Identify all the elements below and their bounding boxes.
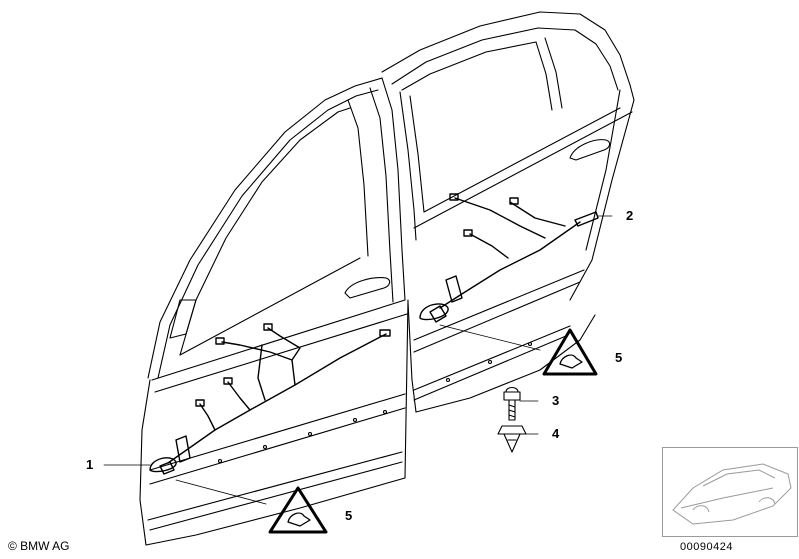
warning-triangle-icon-rear <box>542 328 598 376</box>
callout-screw: 3 <box>552 393 560 408</box>
front-door-outline <box>139 77 409 546</box>
clip-nut-icon <box>497 425 527 453</box>
callout-rear-harness: 2 <box>626 208 634 223</box>
callout-clip-nut: 4 <box>552 426 560 441</box>
callout-front-harness: 1 <box>86 457 94 472</box>
rear-door-outline <box>381 11 635 413</box>
warning-triangle-icon-front <box>268 486 328 534</box>
rear-wiring-harness <box>419 193 599 323</box>
callout-warning-front: 5 <box>345 508 353 523</box>
callout-warning-rear: 5 <box>615 350 623 365</box>
document-number: 00090424 <box>680 541 733 553</box>
car-overview-thumbnail <box>662 447 798 537</box>
front-wiring-harness <box>149 323 391 475</box>
leader-lines <box>103 215 613 505</box>
screw-icon <box>503 386 521 421</box>
copyright-text: © BMW AG <box>8 539 70 553</box>
